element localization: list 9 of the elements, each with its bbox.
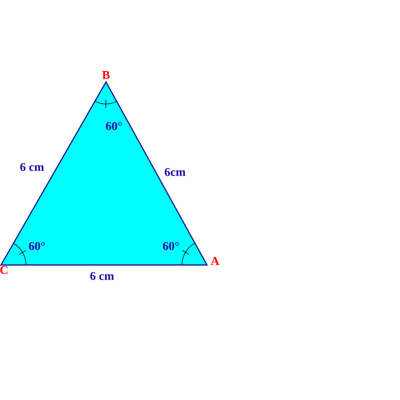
vertex-label: A (210, 257, 220, 265)
side-length: 6 cm (20, 162, 44, 172)
vertex-label: C (0, 266, 8, 274)
vertex-label: B (102, 71, 110, 79)
side-length: 6cm (164, 168, 186, 176)
angle-label: 60° (29, 242, 45, 250)
side-length: 6 cm (90, 272, 114, 280)
angle-label: 60° (106, 122, 122, 130)
angle-label: 60° (163, 242, 179, 250)
